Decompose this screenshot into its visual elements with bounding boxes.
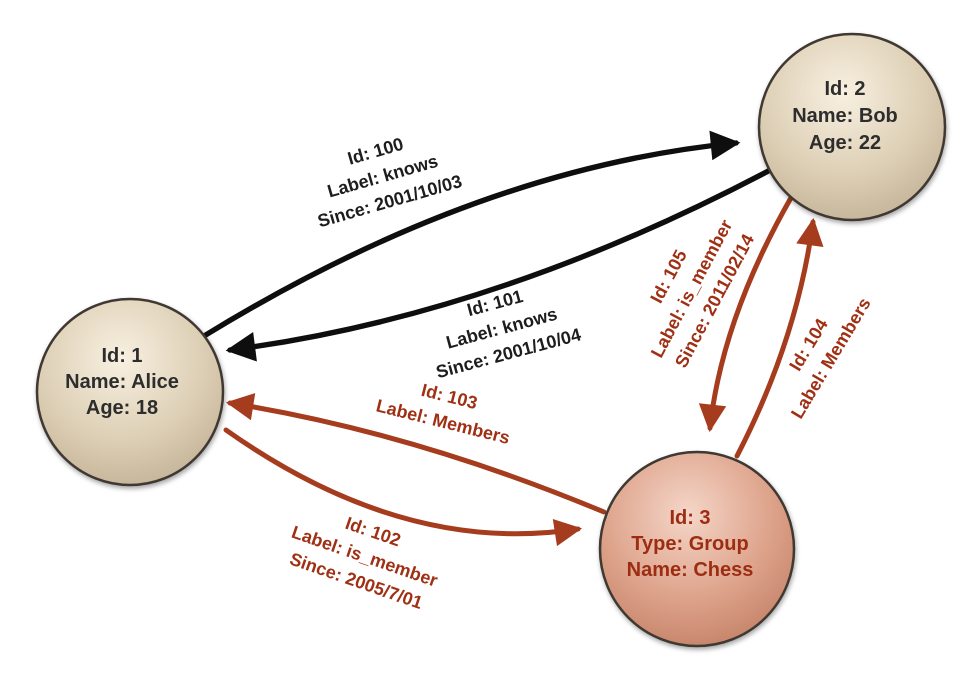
node-3-name: Name: Chess — [627, 559, 754, 581]
node-3-chess-group: Id: 3 Type: Group Name: Chess — [598, 450, 796, 648]
edge-103-label: Id: 103 Label: Members — [374, 380, 512, 448]
node-2-age: Age: 22 — [809, 132, 881, 154]
edge-102-is-member-arrow — [223, 427, 583, 547]
edge-104-members-arrow — [734, 217, 824, 459]
node-3-circle — [598, 450, 796, 648]
edge-102-label: Id: 102 Label: is_member Since: 2005/7/0… — [287, 513, 440, 613]
node-2-bob: Id: 2 Name: Bob Age: 22 — [757, 32, 947, 222]
edge-105-is-member-arrow — [698, 193, 795, 433]
node-layer: Id: 1 Name: Alice Age: 18 Id: 2 Name: Bo… — [35, 32, 947, 648]
node-3-id: Id: 3 — [669, 507, 710, 529]
node-1-alice: Id: 1 Name: Alice Age: 18 — [35, 297, 225, 487]
edge-layer — [201, 130, 824, 547]
edge-101-knows-arrow — [225, 165, 777, 362]
edge-103-members-arrow — [225, 393, 607, 515]
node-1-name: Name: Alice — [65, 371, 179, 393]
node-2-id: Id: 2 — [824, 78, 865, 100]
node-2-name: Name: Bob — [792, 105, 898, 127]
node-2-circle — [757, 32, 947, 222]
edge-100-knows-arrow — [201, 130, 741, 339]
node-1-age: Age: 18 — [86, 397, 158, 419]
edge-101-label: Id: 101 Label: knows Since: 2001/10/04 — [434, 286, 583, 382]
node-1-id: Id: 1 — [101, 345, 142, 367]
node-1-circle — [35, 297, 225, 487]
node-3-type: Type: Group — [631, 533, 748, 555]
